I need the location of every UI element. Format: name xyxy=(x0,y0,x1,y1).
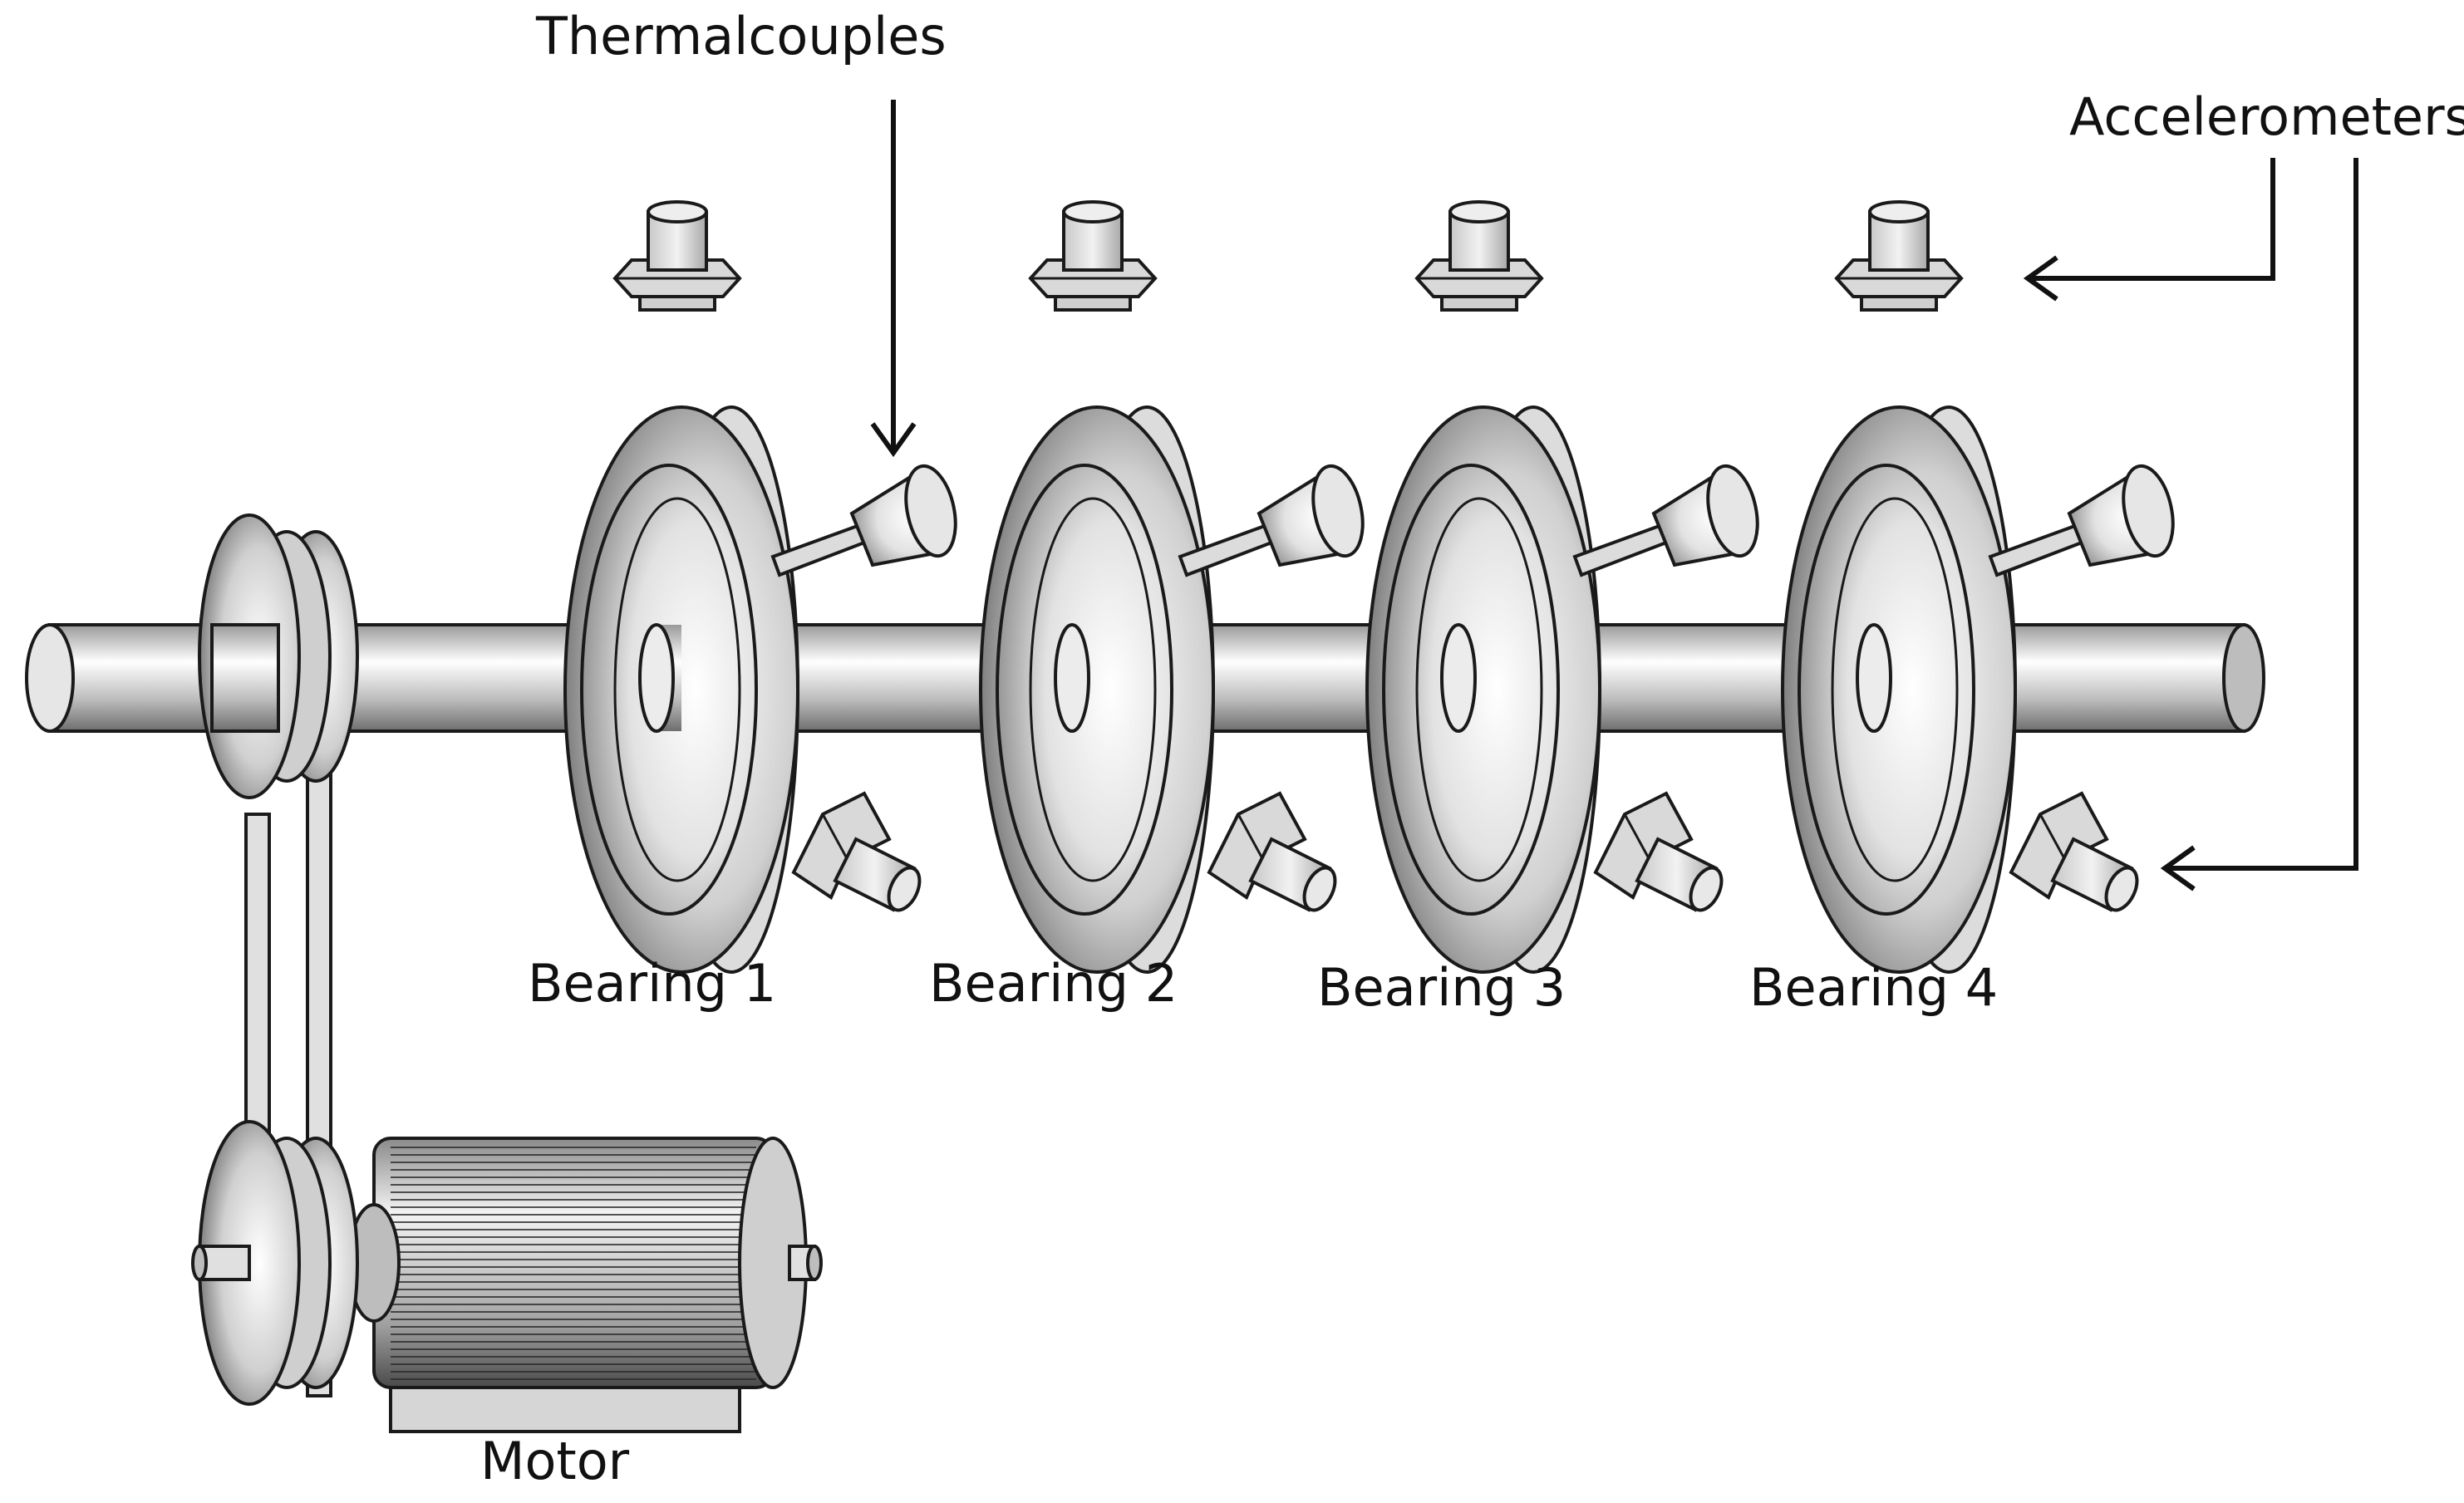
accelerometers-callout-arrow-top xyxy=(2023,158,2275,302)
bearing-1-label: Bearing 1 xyxy=(528,953,776,1014)
bearing-2 xyxy=(979,405,1215,974)
bearing-3-label: Bearing 3 xyxy=(1317,957,1566,1018)
accelerometer-vertical-1 xyxy=(613,200,741,312)
thermocouples-callout-arrow xyxy=(870,100,917,458)
accelerometer-horizontal-4 xyxy=(2009,792,2145,917)
accelerometer-horizontal-3 xyxy=(1594,792,1729,917)
accelerometer-vertical-2 xyxy=(1029,200,1157,312)
accelerometer-vertical-4 xyxy=(1835,200,1963,312)
thermocouples-label: Thermalcouples xyxy=(535,6,947,66)
motor-label: Motor xyxy=(480,1431,630,1491)
bearing-3 xyxy=(1365,405,1601,974)
accelerometer-horizontal-1 xyxy=(792,792,927,917)
upper-pulley xyxy=(198,513,359,799)
accelerometers-callout-arrow-side xyxy=(2160,158,2358,891)
motor xyxy=(347,1137,823,1433)
thermocouple-2 xyxy=(1178,459,1372,577)
bearing-2-label: Bearing 2 xyxy=(929,953,1178,1014)
bearing-1 xyxy=(563,405,799,974)
thermocouple-1 xyxy=(771,459,965,577)
bearing-4-label: Bearing 4 xyxy=(1749,957,1998,1018)
bearing-4 xyxy=(1781,405,2017,974)
thermocouple-3 xyxy=(1573,459,1767,577)
accelerometer-horizontal-2 xyxy=(1207,792,1343,917)
thermocouple-4 xyxy=(1989,459,2182,577)
lower-pulley xyxy=(191,1120,359,1406)
accelerometer-vertical-3 xyxy=(1415,200,1543,312)
accelerometers-label: Accelerometers xyxy=(2069,86,2464,147)
shaft-through-bearings xyxy=(638,623,1892,733)
